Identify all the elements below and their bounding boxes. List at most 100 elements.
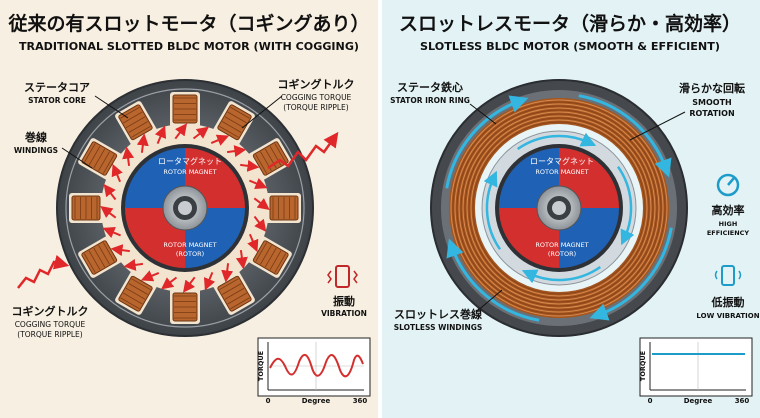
cogging-ripple-arrow [235,249,248,270]
cogging-ripple-arrow [249,177,268,190]
right-torque-graph: TORQUE [639,337,753,397]
cogging-ripple-arrow [253,197,270,211]
slotless-motor: ロータマグネット ROTOR MAGNET ROTOR MAGNET (ROTO… [430,79,688,337]
gauge-icon [716,173,740,197]
rotor-magnet-label-jp: ロータマグネット [158,156,222,166]
cogging-ripple-arrow [210,134,230,146]
rotor-magnet-bottom-label-right: ROTOR MAGNET [535,241,588,249]
rotation-arrow-inner [521,265,602,284]
cogging-ripple-arrow [221,263,234,283]
cogging-zigzag-right [267,131,339,170]
cogging-ripple-arrow [110,244,130,257]
slotless-windings-label-jp: スロットレス巻線 [394,307,482,321]
winding-slot [247,236,292,278]
left-subtitle: TRADITIONAL SLOTTED BLDC MOTOR (WITH COG… [19,41,359,53]
rotor-magnet-bottom-label: ROTOR MAGNET [163,241,216,249]
low-vibration-label-en: LOW VIBRATION [696,312,759,320]
efficiency-label-jp: 高効率 [712,203,745,217]
rotor-magnet-label-en: ROTOR MAGNET [163,168,216,176]
low-vibration-icon [714,265,742,286]
cogging-torque-top-en: COGGING TORQUE [281,93,352,102]
cogging-ripple-arrow [174,123,188,140]
vibration-label-jp: 振動 [333,294,355,308]
winding-slot [170,288,200,324]
cogging-ripple-arrow [253,215,267,232]
stator-ring-label-jp: ステータ鉄心 [397,80,463,94]
winding-slot [265,193,301,223]
cogging-ripple-arrow [226,145,247,158]
slotless-windings-leader [475,289,503,313]
smooth-rotation-label-en2: ROTATION [689,109,734,118]
right-graph-x0: 0 [648,397,653,405]
winding-slot [213,101,255,146]
smooth-rotation-leader [629,111,686,141]
vibration-label-en: VIBRATION [321,309,367,318]
cogging-torque-curve [269,353,364,378]
cogging-torque-bottom-en: COGGING TORQUE [15,320,86,329]
right-graph-ylabel: TORQUE [639,351,647,381]
stator-ring-label-en: STATOR IRON RING [390,96,470,105]
rotation-arrow-inner [616,165,635,246]
cogging-ripple-arrow [102,226,121,239]
rotor-magnet-bottom-sub: (ROTOR) [176,250,204,258]
efficiency-label-en: HIGH [719,220,738,228]
stator-core-leader [94,95,129,119]
low-vibration-label-jp: 低振動 [711,295,745,309]
right-title: スロットレスモータ（滑らか・高効率） [399,12,741,35]
rotor [121,144,249,272]
slotted-motor: ロータマグネット ROTOR MAGNET ROTOR MAGNET (ROTO… [56,79,314,337]
left-graph-xlabel: Degree [302,397,331,405]
cogging-zigzag-left [17,254,70,289]
smooth-rotation-label-jp: 滑らかな回転 [679,81,745,95]
left-graph-ylabel: TORQUE [257,351,265,381]
rotation-arrow [589,227,673,321]
cogging-ripple-arrow [203,272,216,291]
cogging-top-leader [241,95,283,129]
right-graph-xlabel: Degree [684,397,713,405]
cogging-ripple-arrow [100,205,117,219]
cogging-torque-top-sub: (TORQUE RIPPLE) [283,103,349,112]
stator-ring-leader [469,103,497,125]
cogging-ripple-arrow [111,163,123,183]
winding-slot [170,92,200,128]
cogging-ripple-arrow [136,133,149,153]
rotor-magnet-label-jp-right: ロータマグネット [530,156,594,166]
right-subtitle: SLOTLESS BLDC MOTOR (SMOOTH & EFFICIENT) [420,41,720,53]
cogging-ripple-arrow [154,125,167,144]
smooth-rotation-label-en: SMOOTH [692,98,731,107]
cogging-ripple-arrow [247,233,259,253]
cogging-ripple-arrow [123,258,144,271]
stator-core-label-en: STATOR CORE [28,96,86,105]
cogging-ripple-arrow [182,276,196,293]
cogging-ripple-arrow [192,126,209,140]
cogging-ripple-arrow [240,159,260,172]
vibration-icon [327,265,358,288]
cogging-torque-bottom-jp: コギングトルク [12,304,89,318]
windings-leader [61,147,93,169]
cogging-torque-top-jp: コギングトルク [278,77,355,91]
winding-slot [115,270,157,315]
rotor-magnet-label-en-right: ROTOR MAGNET [535,168,588,176]
cogging-torque-bottom-sub: (TORQUE RIPPLE) [17,330,83,339]
rotation-arrow [446,238,540,322]
cogging-ripple-arrow [140,270,160,282]
rotor-magnet-bottom-sub-right: (ROTOR) [548,250,576,258]
rotor-slotless [495,144,623,272]
windings-label-jp: 巻線 [24,130,47,144]
rotation-arrow-inner [516,132,597,151]
winding-slot [69,193,105,223]
left-title: 従来の有スロットモータ（コギングあり） [7,12,369,35]
efficiency-label-en2: EFFICIENCY [707,229,750,237]
cogging-ripple-arrow [161,276,178,290]
rotation-arrow [578,94,672,178]
cogging-ripple-arrow [103,184,117,201]
slotless-windings-label-en: SLOTLESS WINDINGS [394,323,483,332]
stator-core-label-jp: ステータコア [24,81,90,94]
left-torque-graph: TORQUE [257,337,371,397]
left-graph-x0: 0 [266,397,271,405]
right-graph-x1: 360 [735,397,750,405]
windings-label-en: WINDINGS [14,146,58,155]
rotation-arrow-inner [483,170,502,251]
left-graph-x1: 360 [353,397,368,405]
